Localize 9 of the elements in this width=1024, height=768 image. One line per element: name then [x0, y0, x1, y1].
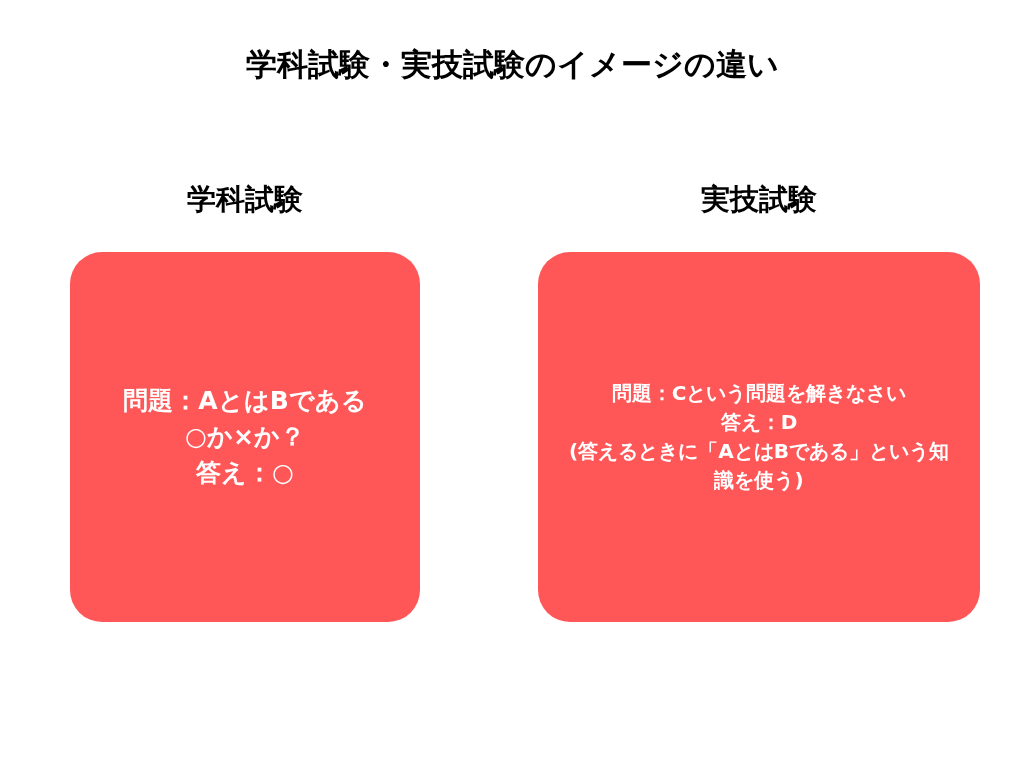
card-text: ○か×か？	[185, 420, 305, 453]
diagram-title: 学科試験・実技試験のイメージの違い	[244, 45, 780, 84]
card-text: 問題：AとはBである	[123, 384, 367, 417]
card-text: 答え：○	[196, 457, 294, 490]
card-heading: 学科試験	[186, 181, 304, 218]
card-heading: 実技試験	[700, 181, 818, 218]
card-text: 問題：Cという問題を解きなさい	[611, 380, 907, 407]
card-text: 答え：D	[720, 409, 798, 436]
card-text: (答えるときに「AとはBである」という知識を使う)	[568, 438, 950, 494]
